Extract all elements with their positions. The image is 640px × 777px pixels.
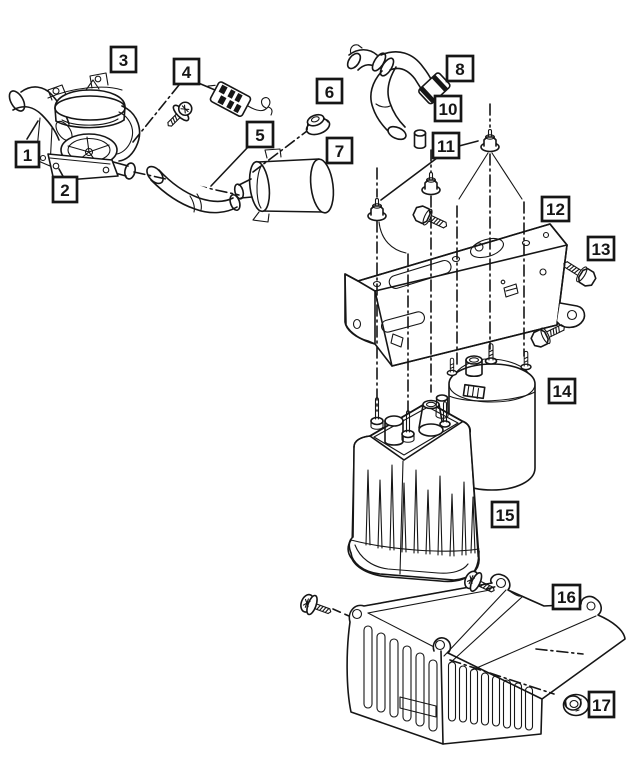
shield-item16-art: [346, 573, 626, 745]
screw-alignment-line: [132, 84, 180, 143]
svg-text:13: 13: [592, 240, 611, 259]
canister-item15-art: [347, 394, 480, 583]
filter-item7-art: [233, 148, 335, 223]
shield-screw-right-art: [464, 570, 495, 593]
callout-13[interactable]: 13: [586, 235, 616, 262]
callout-4[interactable]: 4: [172, 57, 201, 86]
svg-text:17: 17: [592, 696, 611, 715]
shield-alignment-line: [535, 648, 584, 655]
nut-item6-art: [305, 113, 331, 136]
svg-text:8: 8: [455, 60, 464, 79]
nut-item11-b-art: [421, 171, 441, 196]
callout-7[interactable]: 7: [325, 136, 354, 165]
svg-text:2: 2: [60, 181, 69, 200]
leader-lines: [26, 81, 479, 201]
connector-art: [207, 81, 273, 118]
svg-text:10: 10: [439, 100, 458, 119]
svg-text:14: 14: [553, 382, 572, 401]
air-pump-assembly-art: [8, 72, 141, 182]
bolt-upper-art: [412, 205, 448, 229]
screw-left-line: [332, 608, 350, 617]
callout-14[interactable]: 14: [547, 377, 577, 405]
bolt-item13-art: [563, 261, 597, 287]
callout-5[interactable]: 5: [245, 120, 275, 149]
svg-text:4: 4: [182, 63, 192, 82]
nut-item17-art: [562, 693, 590, 717]
callout-1[interactable]: 1: [14, 140, 41, 169]
callout-17[interactable]: 17: [587, 690, 616, 719]
callout-10[interactable]: 10: [433, 94, 463, 123]
callout-6[interactable]: 6: [315, 77, 344, 105]
callout-8[interactable]: 8: [445, 54, 475, 83]
svg-text:12: 12: [546, 200, 565, 219]
shield-screw-left-art: [300, 593, 332, 616]
callout-15[interactable]: 15: [490, 500, 520, 529]
svg-text:11: 11: [437, 137, 455, 156]
diagram-art: [8, 44, 626, 745]
callout-2[interactable]: 2: [51, 175, 79, 204]
nut6-alignment-line: [252, 127, 312, 173]
svg-text:3: 3: [119, 51, 128, 70]
svg-text:7: 7: [335, 142, 344, 161]
svg-text:1: 1: [23, 146, 32, 165]
callout-12[interactable]: 12: [540, 195, 571, 223]
callouts: 1 2 3 4 5 6 7 8: [14, 45, 616, 719]
svg-text:16: 16: [557, 588, 576, 607]
callout-11[interactable]: 11: [431, 131, 461, 160]
small-bushing-art: [413, 129, 427, 150]
bracket-item12-art: [344, 223, 586, 367]
callout-16[interactable]: 16: [551, 583, 582, 611]
svg-text:6: 6: [325, 83, 334, 102]
svg-text:15: 15: [496, 506, 515, 525]
nut17-alignment-line: [449, 659, 555, 695]
screw-item4-art: [167, 101, 193, 127]
stud-alignment-lines: [376, 103, 525, 425]
hose-item8-art: [346, 44, 433, 141]
nut-item11-c-art: [367, 197, 387, 222]
callout-3[interactable]: 3: [109, 45, 138, 74]
hose-item5-art: [146, 165, 241, 214]
screw-right-line: [486, 585, 499, 590]
hose-sleeve-item10-art: [418, 72, 451, 105]
svg-text:5: 5: [255, 126, 264, 145]
nut-item11-a-art: [480, 128, 500, 153]
bolt-lower-art: [530, 324, 565, 348]
